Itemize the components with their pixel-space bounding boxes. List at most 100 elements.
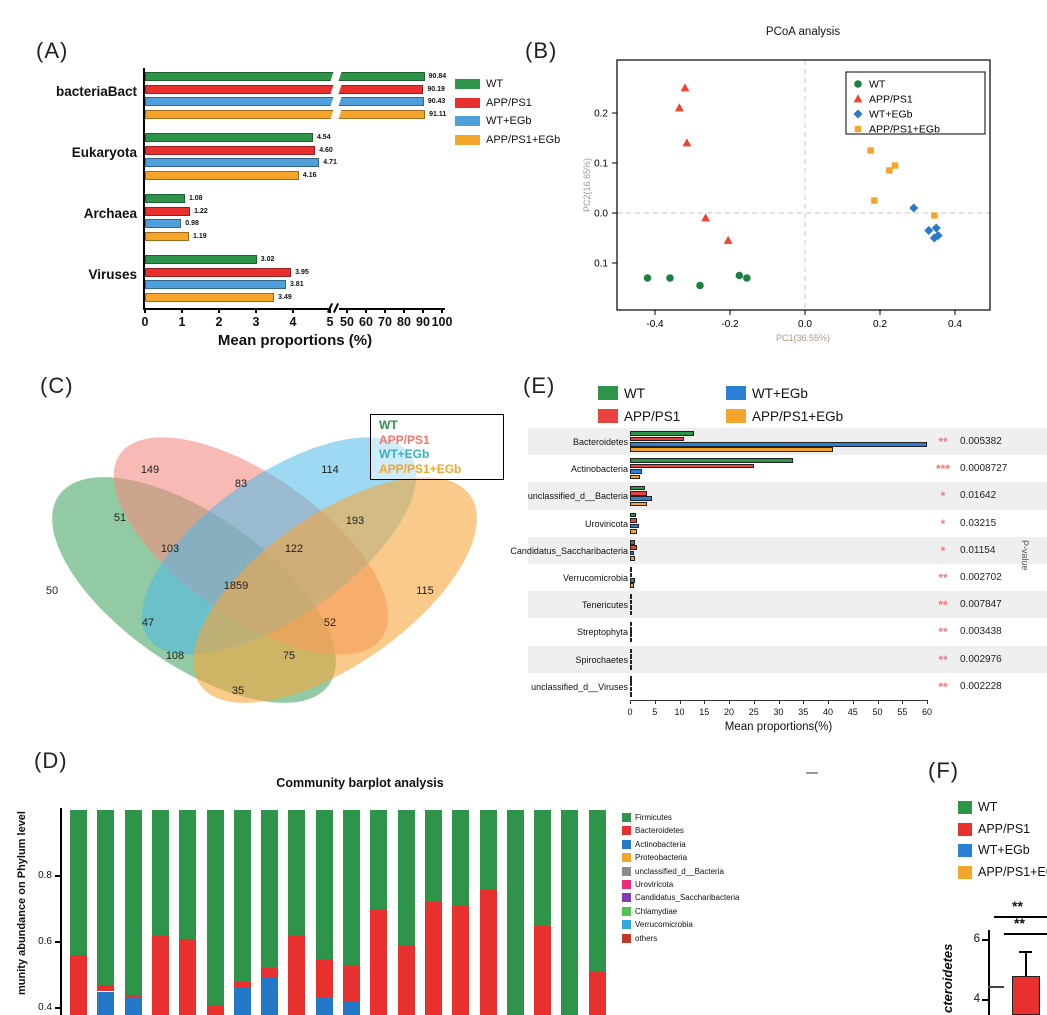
x-tick-mark <box>346 308 348 313</box>
legend-item: APP/PS1+EGb <box>455 134 595 150</box>
bar-value-label: 90.43 <box>427 98 446 105</box>
legend-swatch <box>726 386 746 400</box>
legend-label: APP/PS1+EGb <box>869 124 940 136</box>
legend-item: WT <box>958 800 1047 818</box>
legend-label: Verrucomicrobia <box>635 920 693 930</box>
stack-seg-Actinobacteria <box>124 998 142 1015</box>
x-tick-mark <box>329 308 331 313</box>
x-tick-mark <box>218 308 220 313</box>
scatter-point <box>696 281 704 290</box>
y-tick-label: 0.2 <box>594 109 608 120</box>
legend-label: WT <box>486 78 504 90</box>
legend-label: Chlamydiae <box>635 906 678 916</box>
venn-region-count: 1859 <box>223 580 249 592</box>
stack-seg-Bacteroidetes <box>315 958 333 999</box>
significance-stars: * <box>940 516 946 531</box>
panel-d-label: (D) <box>34 748 68 773</box>
bar-APP/PS1 <box>630 436 685 442</box>
bar-value-label: 91.11 <box>429 110 447 118</box>
stack-seg-Firmicutes <box>561 810 579 1015</box>
significance-stars: ** <box>938 435 948 449</box>
legend-item: WT <box>455 78 595 94</box>
stack-seg-Firmicutes <box>343 810 360 966</box>
bar-WT <box>145 133 313 142</box>
stack-seg-Firmicutes <box>506 810 524 1015</box>
scatter-point <box>643 274 652 282</box>
bar-APP/PS1+EGb <box>630 692 632 697</box>
scatter-point <box>853 94 863 103</box>
stack-seg-Bacteroidetes <box>124 994 142 999</box>
stack-seg-Firmicutes <box>233 810 251 982</box>
bar-APP/PS1+EGb <box>630 501 648 507</box>
bar-APP/PS1 <box>630 463 754 469</box>
x-tick-label: 0.4 <box>948 319 962 330</box>
bar-value-label: 4.60 <box>319 146 333 154</box>
legend-swatch <box>958 844 972 857</box>
legend-swatch <box>958 801 972 814</box>
bar-WT+EGb <box>630 577 636 583</box>
legend-item: others <box>622 933 842 945</box>
bar-value-label: 90.84 <box>428 73 447 80</box>
y-tick-label: 0.6 <box>38 936 52 947</box>
y-tick-mark <box>55 875 62 877</box>
bar-APP/PS1+EGb <box>630 556 635 561</box>
significance-stars: ** <box>1014 915 1025 931</box>
bar-WT <box>630 458 794 464</box>
scatter-point <box>886 167 893 174</box>
p-value: 0.0008727 <box>960 463 1008 475</box>
y-tick-label: 0.1 <box>594 259 608 270</box>
scatter-point <box>723 235 733 244</box>
venn-region-count: 83 <box>234 478 248 490</box>
stack-seg-Firmicutes <box>97 810 115 985</box>
legend-label: Actinobacteria <box>635 839 686 849</box>
legend-swatch <box>622 880 631 889</box>
bar-value-label: 4.71 <box>323 159 337 166</box>
legend-label: APP/PS1 <box>624 409 681 424</box>
y-tick-mark <box>982 999 988 1001</box>
venn-region-count: 47 <box>141 617 155 629</box>
scatter-point <box>666 274 674 282</box>
stack-seg-Bacteroidetes <box>70 955 87 1015</box>
bar-APP/PS1+EGb <box>630 664 632 670</box>
bar-WT <box>145 255 257 264</box>
stack-seg-Firmicutes <box>534 810 552 926</box>
p-value: 0.01154 <box>960 544 996 556</box>
bar-value-label: 1.22 <box>194 207 208 215</box>
venn-region-count: 103 <box>160 543 180 555</box>
bar-APP/PS1+EGb <box>630 610 632 616</box>
taxon-label: Candidatus_Saccharibacteria <box>510 545 628 556</box>
stack-seg-Actinobacteria <box>97 991 115 1015</box>
stack-seg-Firmicutes <box>370 810 388 909</box>
legend-item: WT+EGb <box>726 385 852 403</box>
bar-APP/PS1 <box>630 572 632 578</box>
x-tick-mark <box>441 308 443 313</box>
panel-a-label: (A) <box>36 38 69 63</box>
bar-WT <box>630 621 632 627</box>
stack-seg-Firmicutes <box>206 810 224 1005</box>
y-tick-label: 0.4 <box>38 1002 52 1013</box>
legend-swatch <box>622 920 631 930</box>
x-tick-label: 60 <box>921 707 932 717</box>
x-tick-label: 0 <box>627 707 633 717</box>
taxon-label: Streptophyta <box>576 627 628 638</box>
bar-APP/PS1 <box>145 84 424 94</box>
bar-APP/PS1 <box>630 599 632 605</box>
scatter-point <box>871 197 878 204</box>
bar-WT <box>630 431 695 436</box>
legend-label: APP/PS1 <box>379 432 430 447</box>
taxon-label: Tenericutes <box>581 600 628 611</box>
significance-stars: ** <box>938 679 948 694</box>
x-tick-mark <box>422 308 424 313</box>
significance-stars: ** <box>938 598 948 613</box>
y-tick-mark <box>55 941 62 943</box>
stack-seg-Actinobacteria <box>233 988 251 1015</box>
legend-swatch <box>622 813 631 822</box>
p-value: 0.005382 <box>960 436 1002 447</box>
stack-seg-Firmicutes <box>151 810 169 936</box>
venn-region-count: 108 <box>165 650 185 662</box>
bar-WT <box>630 648 632 654</box>
